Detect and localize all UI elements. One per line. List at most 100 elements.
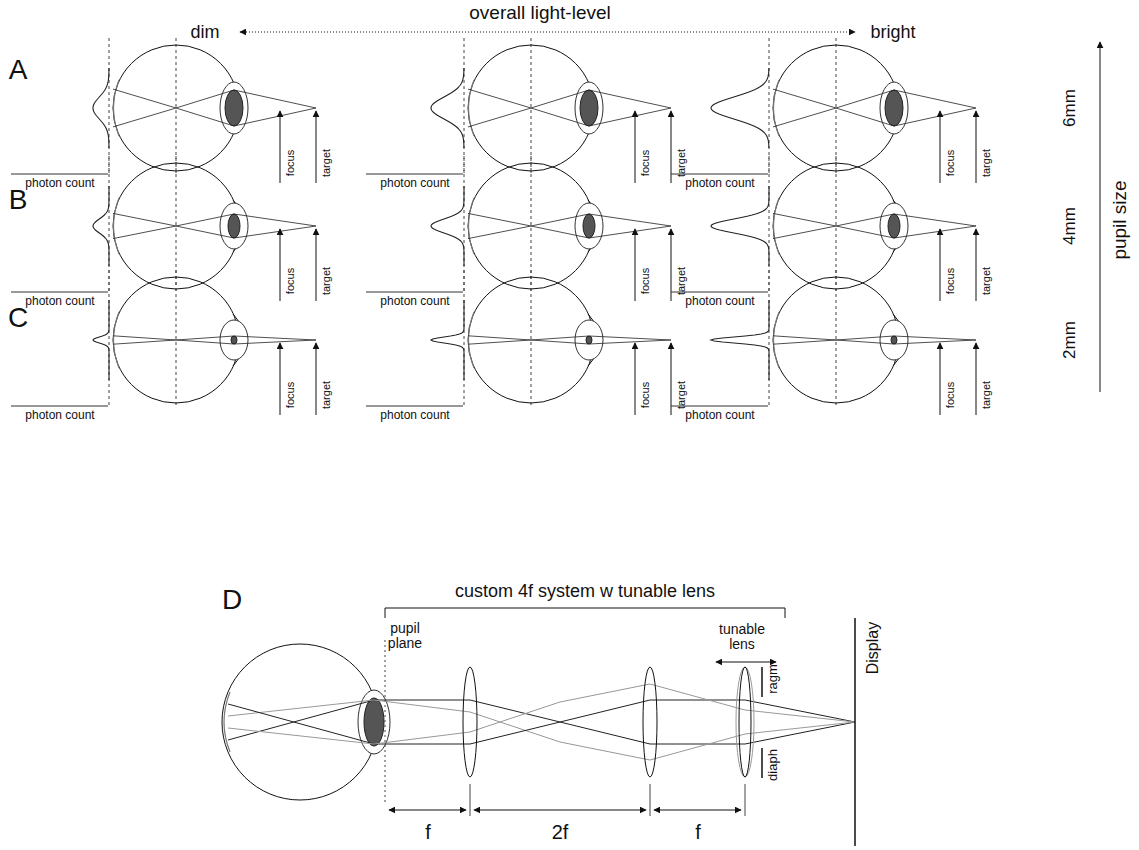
figure-label: 6mm [1061,89,1080,127]
focus-arrow [635,343,636,415]
eye-center-line [531,38,532,176]
light-ray [468,90,671,127]
eye-model [11,156,316,301]
figure-label: target [675,149,687,177]
eye-model [671,156,976,301]
retina [774,80,780,136]
target-arrow [671,111,672,183]
figure-label: 2f [552,821,569,843]
light-ray [773,336,976,344]
crystalline-lens [220,320,248,360]
photon-distribution [93,68,109,148]
retina [774,198,780,254]
light-ray-offaxis [228,684,855,744]
focus-arrow [940,111,941,183]
light-ray [773,336,976,344]
focus-arrow [280,111,281,183]
light-ray [113,336,316,344]
light-ray [468,214,671,239]
target-arrow [316,343,317,415]
figure-label: target [320,149,332,177]
eye-model [671,38,976,183]
photon-count-axis [366,406,463,407]
figure-label: focus [284,150,296,176]
dimension-f [654,810,741,811]
figure-label: photon count [685,177,754,190]
photon-distribution [431,186,464,266]
crystalline-lens [575,320,603,360]
tunable-range-arrow [716,662,776,663]
retina [114,198,120,254]
figure-label: focus [639,268,651,294]
retina-plane [109,156,110,294]
dimension-2f [474,810,646,811]
figure-label: focus [944,382,956,408]
retina-plane [464,38,465,176]
target-arrow [671,343,672,415]
figure-label: focus [944,150,956,176]
retina-plane [464,270,465,408]
figure-label: photon count [685,409,754,422]
figure-label: photon count [685,295,754,308]
photon-distribution [711,186,769,266]
focus-arrow [280,229,281,301]
focus-arrow [635,111,636,183]
relay-lens [643,667,657,777]
figure-label: target [980,381,992,409]
light-ray [228,700,855,744]
light-ray [113,336,316,344]
light-ray-offaxis [228,700,855,760]
retina [469,198,475,254]
photon-count-axis [11,406,108,407]
photon-distribution [711,300,769,380]
light-level-axis [240,32,855,33]
light-ray [773,214,976,239]
figure-label: ragm [766,664,780,694]
eye-center-line [176,270,177,408]
setup-4f [222,608,855,846]
retina-plane [109,270,110,408]
drawing [11,32,1100,846]
target-arrow [316,229,317,301]
eye-model [11,270,316,415]
pupil [225,90,243,126]
tunable-lens-shape [736,667,754,777]
figure-label: target [980,267,992,295]
figure-label: focus [284,268,296,294]
figure-label: focus [944,268,956,294]
crystalline-lens [575,203,603,249]
figure-label: overall light-level [469,3,611,24]
target-arrow [976,111,977,183]
target-arrow [316,111,317,183]
diaphragm-bottom [761,748,763,778]
dimension-tick [745,784,746,816]
eye-center-line [176,38,177,176]
pupil [364,698,384,746]
photon-count-axis [366,174,463,175]
eye-center-line [836,156,837,294]
figure-label: custom 4f system w tunable lens [455,582,715,602]
crystalline-lens [880,320,908,360]
figure-label: dim [190,23,219,43]
light-ray [113,90,316,127]
panel-letter: C [8,303,28,334]
figure-label: photon count [25,409,94,422]
panel-letter: A [9,55,28,86]
eye-center-line [836,38,837,176]
eye-model [366,270,671,415]
display-line [854,618,856,846]
pupil [885,90,903,126]
eye-model [366,38,671,183]
figure-label: 4mm [1061,207,1080,245]
eye-model [11,38,316,183]
retina-plane [769,270,770,408]
retina-plane [769,38,770,176]
figure-label: pupil plane [381,621,429,652]
figure-label: Display [864,622,882,674]
target-arrow [671,229,672,301]
figure-label: target [675,381,687,409]
crystalline-lens [220,203,248,249]
focus-arrow [940,343,941,415]
dimension-tick [650,784,651,816]
